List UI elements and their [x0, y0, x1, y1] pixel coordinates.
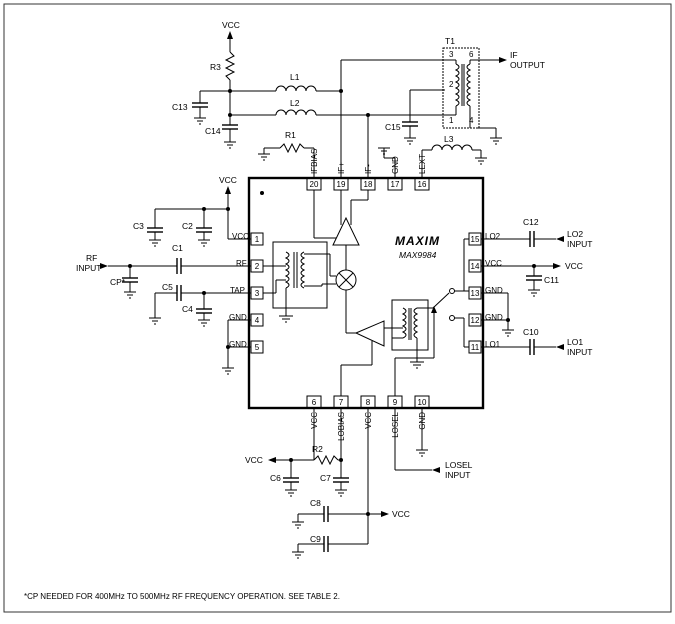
right-circuit	[481, 231, 564, 355]
label-r1: R1	[285, 130, 296, 140]
label-c7: C7	[320, 473, 331, 483]
t1-pin-1: 1	[449, 116, 454, 125]
vcc-label-top: VCC	[222, 20, 240, 30]
pin-7-number: 7	[339, 398, 344, 407]
losel-input-label-2: INPUT	[445, 470, 471, 480]
pin-12-name: GND	[485, 313, 503, 322]
label-c2: C2	[182, 221, 193, 231]
if-output-label: IF	[510, 50, 518, 60]
rf-input-label-2: INPUT	[76, 263, 102, 273]
pin-1-name: VCC	[232, 232, 249, 241]
pin-11-name: LO1	[485, 340, 501, 349]
pin-10-number: 10	[418, 398, 427, 407]
pin-11-number: 11	[471, 343, 480, 352]
label-l1: L1	[290, 72, 300, 82]
footnote: *CP NEEDED FOR 400MHz TO 500MHz RF FREQU…	[24, 592, 340, 601]
label-c13: C13	[172, 102, 188, 112]
pin-5-name: GND	[229, 340, 247, 349]
pin-14-number: 14	[471, 262, 480, 271]
label-l2: L2	[290, 98, 300, 108]
lo1-input-label: LO1	[567, 337, 583, 347]
left-circuit	[100, 186, 251, 375]
pin-8-number: 8	[366, 398, 371, 407]
label-c1: C1	[172, 243, 183, 253]
pin-2-number: 2	[255, 262, 260, 271]
bottom-circuit	[268, 408, 440, 559]
losel-input-label: LOSEL	[445, 460, 473, 470]
pin-17-number: 17	[391, 180, 400, 189]
pin-4-name: GND	[229, 313, 247, 322]
label-r2: R2	[312, 444, 323, 454]
pin-16-number: 16	[418, 180, 427, 189]
pin-20-number: 20	[310, 180, 319, 189]
label-c5: C5	[162, 282, 173, 292]
pin-3-name: TAP	[230, 286, 245, 295]
label-cp: CP*	[110, 277, 126, 287]
pin-14-name: VCC	[485, 259, 502, 268]
if-output-label-2: OUTPUT	[510, 60, 545, 70]
pin-9-number: 9	[393, 398, 398, 407]
label-c15: C15	[385, 122, 401, 132]
pin-1-number: 1	[255, 235, 260, 244]
label-c11: C11	[544, 275, 559, 285]
pin-18-number: 18	[364, 180, 373, 189]
label-c3: C3	[133, 221, 144, 231]
pin-2-name: RF	[236, 259, 247, 268]
pin-5-number: 5	[255, 343, 260, 352]
t1-pin-2: 2	[449, 80, 454, 89]
vcc-label-pin1: VCC	[219, 175, 237, 185]
t1-pin-3: 3	[449, 50, 454, 59]
rf-input-label: RF	[86, 253, 97, 263]
label-c14: C14	[205, 126, 221, 136]
pin-12-number: 12	[471, 316, 480, 325]
label-c6: C6	[270, 473, 281, 483]
chip-internals	[263, 190, 469, 396]
vcc-label-pin8: VCC	[392, 509, 410, 519]
vcc-label-pin14: VCC	[565, 261, 583, 271]
chip-body	[247, 176, 485, 410]
top-circuit: 3 6 2 1 4	[192, 31, 507, 178]
lo1-input-label-2: INPUT	[567, 347, 593, 357]
label-l3: L3	[444, 134, 454, 144]
label-c12: C12	[523, 217, 539, 227]
pin-6-number: 6	[312, 398, 317, 407]
label-c4: C4	[182, 304, 193, 314]
label-r3: R3	[210, 62, 221, 72]
label-t1: T1	[445, 36, 455, 46]
pin-4-number: 4	[255, 316, 260, 325]
pin-3-number: 3	[255, 289, 260, 298]
t1-pin-4: 4	[469, 116, 474, 125]
pin-15-number: 15	[471, 235, 480, 244]
t1-pin-6: 6	[469, 50, 474, 59]
pin-13-name: GND	[485, 286, 503, 295]
label-c8: C8	[310, 498, 321, 508]
lo2-input-label: LO2	[567, 229, 583, 239]
maxim-logo: MAXIM	[395, 234, 440, 248]
pin-15-name: LO2	[485, 232, 501, 241]
vcc-label-pin6: VCC	[245, 455, 263, 465]
pin-19-number: 19	[337, 180, 346, 189]
pin-13-number: 13	[471, 289, 480, 298]
part-number: MAX9984	[399, 250, 437, 260]
label-c10: C10	[523, 327, 539, 337]
lo2-input-label-2: INPUT	[567, 239, 593, 249]
label-c9: C9	[310, 534, 321, 544]
